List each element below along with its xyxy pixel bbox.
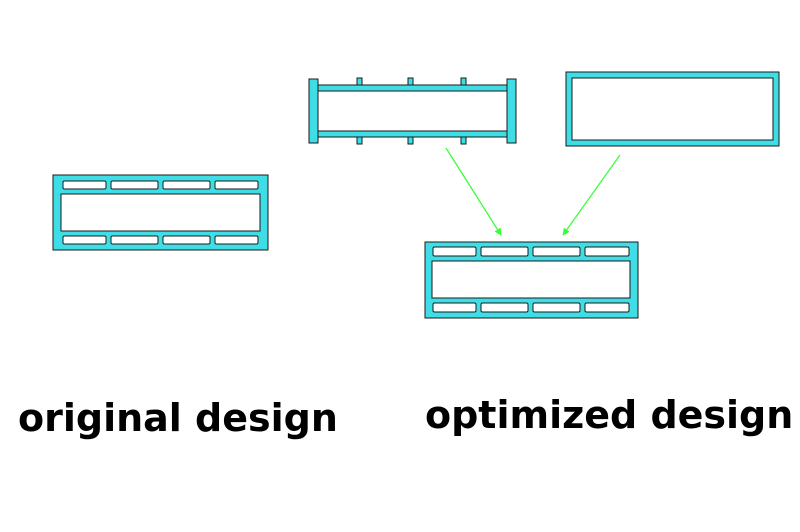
optimized-part-b [565,71,780,147]
original-profile [52,174,269,251]
optimized-design-label: optimized design [425,393,794,437]
arrow-right [562,154,621,236]
optimized-profile [424,241,639,319]
original-design-label: original design [18,396,338,440]
optimized-part-a [308,77,517,145]
arrow-left [445,147,502,236]
